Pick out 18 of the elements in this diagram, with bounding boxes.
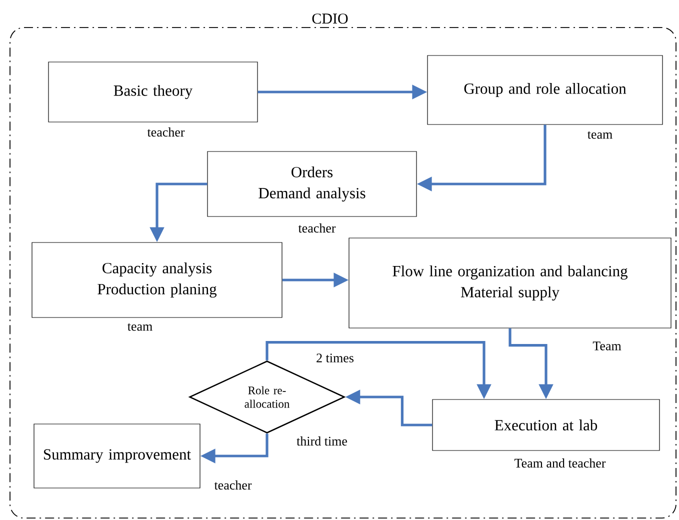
- process-box: Group and role allocation: [427, 55, 663, 125]
- process-box: Orders Demand analysis: [207, 151, 417, 217]
- frame-title: CDIO: [312, 14, 348, 24]
- role-label: teacher: [214, 480, 252, 490]
- edge-label: third time: [296, 435, 348, 447]
- edge-label: 2 times: [315, 352, 355, 364]
- role-label: teacher: [298, 223, 336, 233]
- role-label: Team: [592, 342, 622, 350]
- role-label: team: [128, 323, 152, 331]
- process-box: Execution at lab: [432, 399, 660, 451]
- process-box: Basic theory: [48, 62, 258, 122]
- process-box: Flow line organization and balancing Material supply: [348, 238, 672, 328]
- dash-dot-frame: [10, 27, 676, 518]
- role-label: team: [588, 131, 612, 139]
- role-label: Team and teacher: [514, 458, 606, 468]
- process-box: Summary improvement: [34, 424, 200, 488]
- role-label: teacher: [147, 127, 185, 137]
- process-box: Capacity analysis Production planing: [32, 242, 282, 318]
